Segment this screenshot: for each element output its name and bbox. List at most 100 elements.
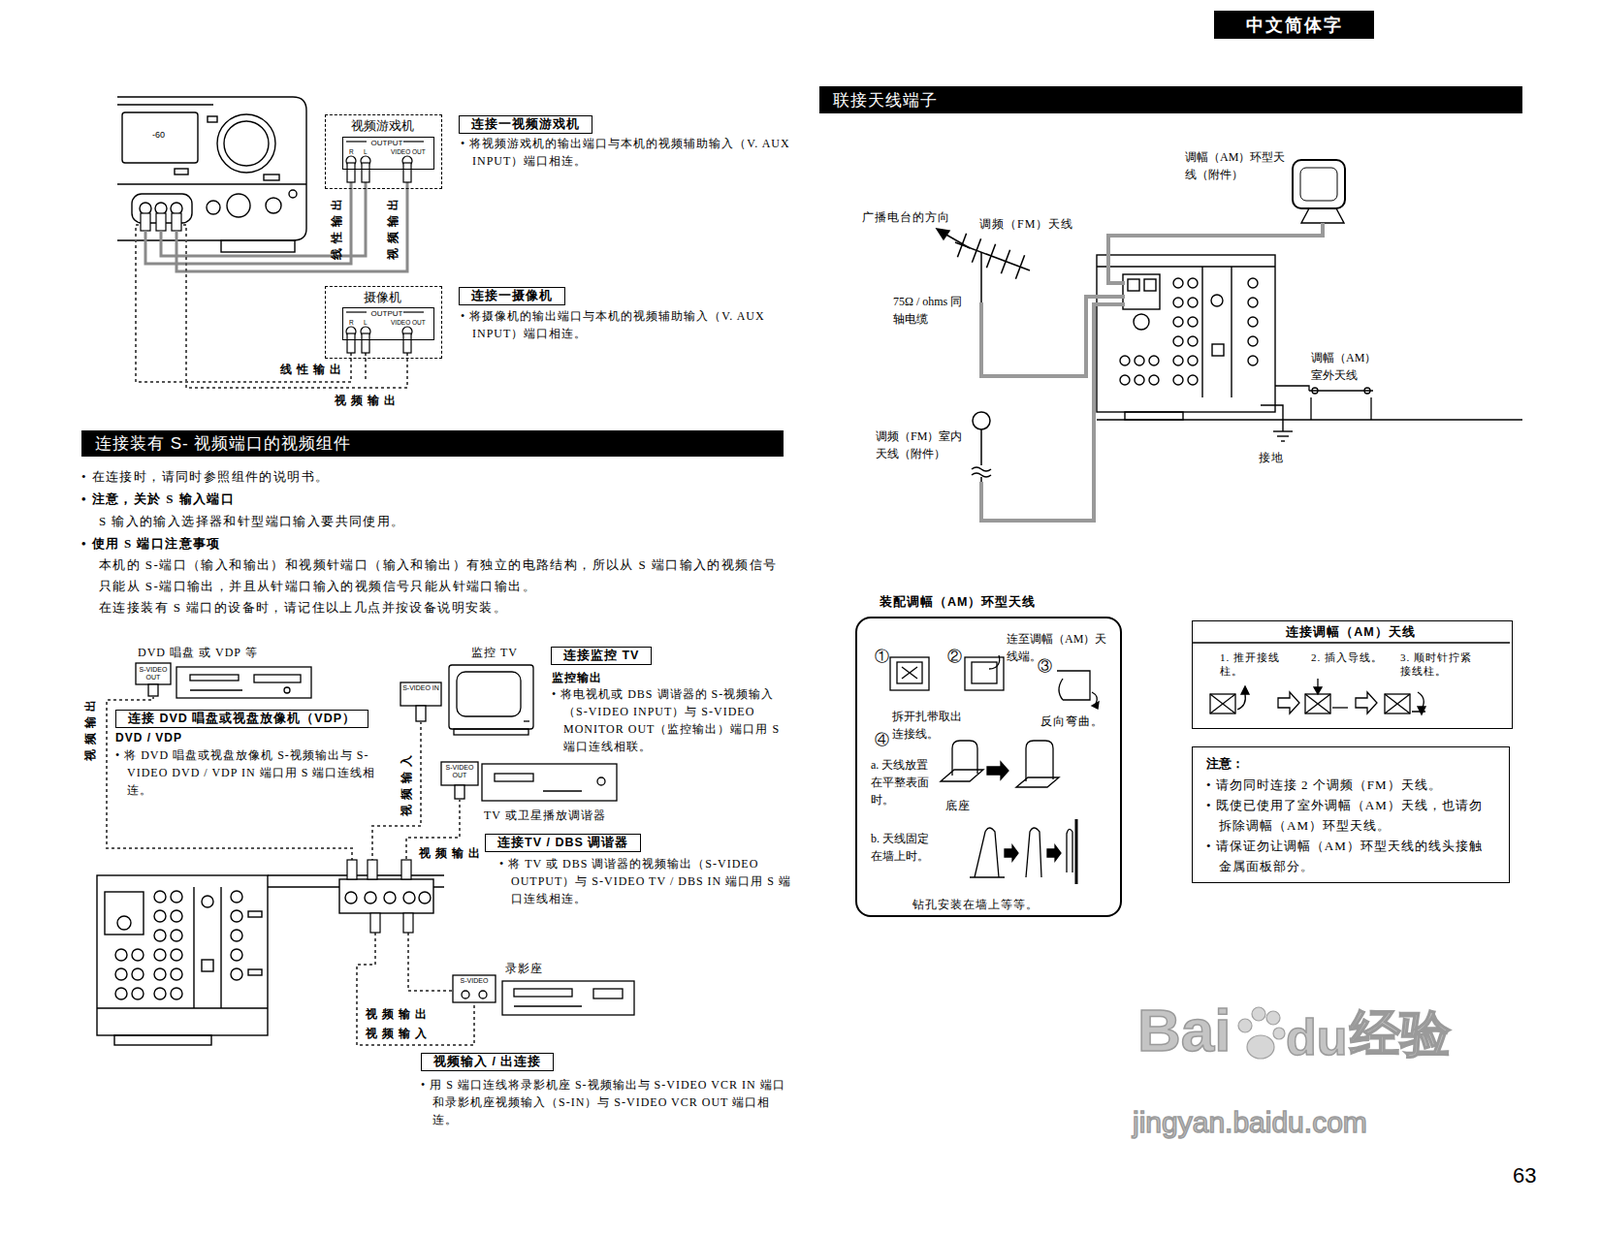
am-terminal-steps xyxy=(1210,694,1236,714)
receiver-rear xyxy=(230,968,243,981)
am-outdoor-antenna xyxy=(1309,389,1374,391)
assembly-panel: 装配调幅（AM）环型天线连至调幅（AM）天线端。①②③拆开扎带取出连接线。反向弯… xyxy=(855,616,1122,918)
fm-antenna xyxy=(980,252,983,303)
section-band: 联接天线端子 xyxy=(819,86,1523,114)
fm-indoor-antenna xyxy=(971,467,992,478)
section-heading: 连接一视频游戏机 xyxy=(458,115,593,134)
tuner xyxy=(441,762,617,801)
device-name: 摄像机 xyxy=(325,289,439,306)
receiver-front xyxy=(155,202,167,215)
receiver-front xyxy=(263,174,280,181)
display-readout: -60 xyxy=(152,129,165,140)
receiver-front xyxy=(206,200,221,215)
receiver-rear-right xyxy=(1187,336,1198,347)
am-terminal-steps xyxy=(1384,694,1410,714)
receiver-rear-right xyxy=(1173,375,1184,385)
ground-symbol xyxy=(1273,430,1293,432)
receiver-rear xyxy=(230,891,243,903)
front-plugs xyxy=(140,213,151,231)
fm-indoor-antenna xyxy=(980,429,983,466)
receiver-rear xyxy=(117,916,131,930)
loop-assembly-steps xyxy=(971,662,997,684)
loop-assembly-steps xyxy=(1091,702,1099,709)
jack-panel xyxy=(361,333,370,353)
receiver-rear-right xyxy=(1124,412,1184,420)
receiver-rear-right xyxy=(1230,266,1232,398)
output-panel: OUTPUTRLVIDEO OUT xyxy=(342,136,435,170)
s-video-plugs xyxy=(403,913,414,933)
jack-panel xyxy=(346,140,367,142)
jack-panel xyxy=(347,333,355,353)
language-tab: 中文简体字 xyxy=(1214,10,1375,39)
step-text: 3. 顺时针拧紧接线柱。 xyxy=(1400,650,1482,678)
part-label: 75Ω / ohms 同轴电缆 xyxy=(893,292,965,328)
vcr xyxy=(502,981,635,1016)
receiver-rear xyxy=(170,929,183,942)
am-loop-antenna xyxy=(1300,167,1338,201)
loop-assembly-steps xyxy=(890,657,929,691)
part-label: 调频（FM）天线 xyxy=(979,215,1074,233)
signal-label: 视频输出 xyxy=(385,193,400,260)
step-text: 2. 插入导线。 xyxy=(1311,650,1383,665)
receiver-rear xyxy=(170,968,183,981)
fm-antenna xyxy=(944,233,970,249)
receiver-rear xyxy=(339,879,434,914)
box-text: 连接 DVD 唱盘或视盘放像机（VDP） xyxy=(128,711,356,727)
receiver-rear xyxy=(248,969,262,976)
loop-assembly-steps xyxy=(896,662,923,684)
receiver-rear-right xyxy=(1096,418,1523,420)
box-text: • 请保证勿让调幅（AM）环型天线的线头接触金属面板部分。 xyxy=(1206,835,1496,877)
receiver-rear-right xyxy=(1248,317,1258,327)
receiver-rear xyxy=(230,929,243,942)
dvd-player xyxy=(190,689,243,691)
vcr xyxy=(479,991,487,999)
fm-antenna xyxy=(971,238,981,262)
vcr xyxy=(461,991,470,999)
step-text: 钻孔安装在墙上等等。 xyxy=(912,896,1039,914)
jack-panel xyxy=(347,162,355,183)
receiver-rear-right xyxy=(1173,317,1184,327)
note-text: S 输入的输入选择器和针型端口输入要共同使用。 xyxy=(98,511,406,533)
instruction-text: • 将 TV 或 DBS 调谐器的视频输出（S-VIDEO OUTPUT）与 S… xyxy=(499,855,796,908)
loop-assembly-steps xyxy=(1047,845,1061,862)
am-terminal-steps xyxy=(1278,692,1300,714)
am-outdoor-antenna xyxy=(1310,397,1312,420)
part-label: 调幅（AM）环型天线（附件） xyxy=(1184,148,1286,184)
part-label: 调幅（AM）室外天线 xyxy=(1311,349,1385,384)
dvd-player xyxy=(148,684,159,697)
am-terminal-steps xyxy=(1237,694,1246,710)
fm-indoor-antenna xyxy=(980,477,983,482)
step-text: 连至调幅（AM）天线端。 xyxy=(1006,630,1108,666)
watermark: Bai xyxy=(1137,996,1231,1065)
receiver-rear xyxy=(131,949,144,961)
signal-label: 视频输出 xyxy=(83,695,97,762)
receiver-rear-right xyxy=(1211,294,1223,307)
box-text: 连接一视频游戏机 xyxy=(471,117,580,132)
step-text: b. 天线固定在墙上时。 xyxy=(870,830,939,865)
am-terminal-steps xyxy=(1305,694,1331,714)
receiver-rear xyxy=(192,887,194,1009)
device-heading: DVD / VDP xyxy=(115,730,183,746)
signal-label: 线 性 输 出 xyxy=(280,361,343,378)
am-terminal-steps xyxy=(1241,686,1249,695)
antenna-cables xyxy=(981,304,1125,521)
loop-assembly-steps xyxy=(1066,829,1073,873)
panel-title: OUTPUT xyxy=(343,138,431,148)
step-text: 反向弯曲。 xyxy=(1040,712,1104,731)
port-label: S-VIDEO OUT xyxy=(441,764,479,780)
tuner xyxy=(481,764,617,801)
device-name: DVD 唱盘 或 VDP 等 xyxy=(137,643,258,662)
receiver-rear-right xyxy=(1096,255,1276,413)
box-text: 中文简体字 xyxy=(1246,13,1344,37)
instruction-text: • 将摄像机的输出端口与本机的视频辅助输入（V. AUX INPUT）端口相连。 xyxy=(460,307,796,343)
am-terminal-steps xyxy=(1210,694,1236,714)
dvd-player xyxy=(190,674,239,681)
receiver-rear xyxy=(114,1035,212,1046)
tuner xyxy=(494,773,534,782)
loop-assembly-steps xyxy=(952,740,978,776)
instruction-text: • 将电视机或 DBS 调谐器的 S-视频输入（S-VIDEO INPUT）与 … xyxy=(551,685,796,756)
receiver-rear xyxy=(154,910,166,923)
box-text: 注意： xyxy=(1206,753,1496,775)
s-video-plugs xyxy=(370,913,381,933)
